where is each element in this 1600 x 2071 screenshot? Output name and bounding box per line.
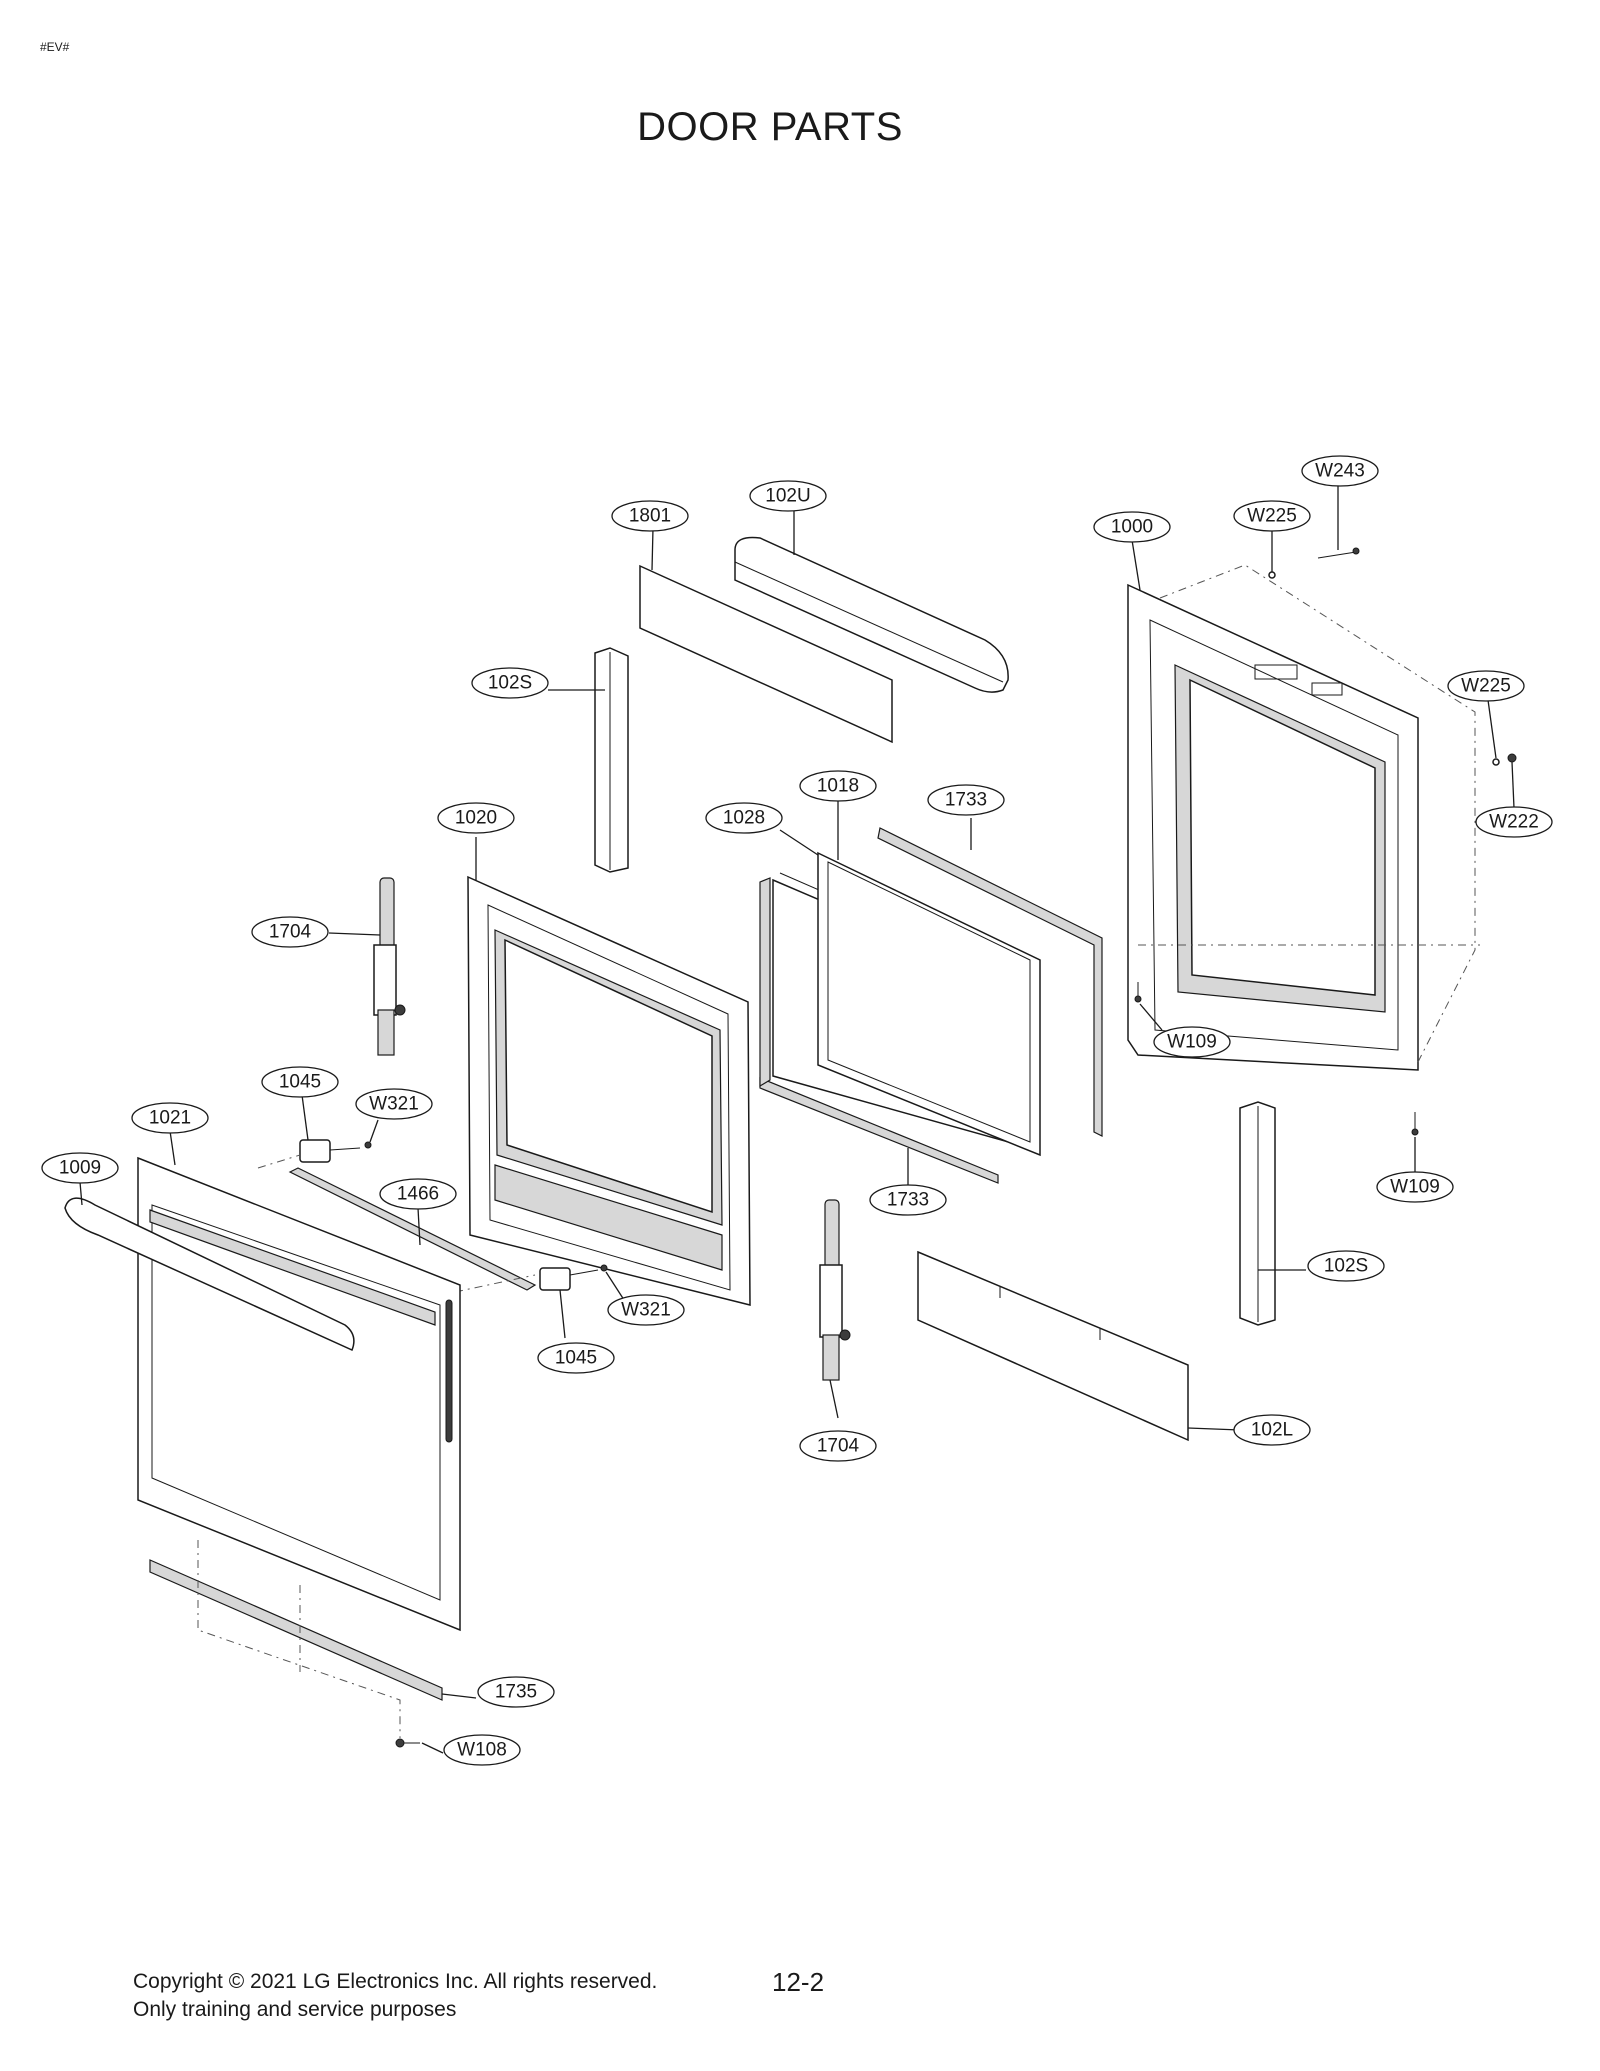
label-102s-upper: 102S [471, 667, 549, 699]
label-1021: 1021 [131, 1102, 209, 1134]
label-text: 1018 [817, 776, 859, 797]
label-w321-lower: W321 [607, 1294, 685, 1326]
label-text: 1466 [397, 1184, 439, 1205]
label-1801: 1801 [611, 500, 689, 532]
part-1733-top [877, 827, 1103, 1137]
label-text: W243 [1315, 461, 1365, 482]
label-text: 1028 [723, 808, 765, 829]
label-1704-right: 1704 [799, 1430, 877, 1462]
part-102l [917, 1250, 1189, 1442]
label-w109-upper: W109 [1153, 1026, 1231, 1058]
part-1704-right [819, 1199, 851, 1381]
label-1045-lower: 1045 [537, 1342, 615, 1374]
label-w321-upper: W321 [355, 1088, 433, 1120]
label-1733-top: 1733 [927, 784, 1005, 816]
label-text: 1733 [945, 790, 987, 811]
label-102l: 102L [1233, 1414, 1311, 1446]
label-w108: W108 [443, 1734, 521, 1766]
label-text: 1000 [1111, 517, 1153, 538]
page-number: 12-2 [772, 1967, 825, 1997]
part-1018 [817, 851, 1041, 1157]
page-tag: #EV# [40, 40, 70, 54]
part-1466 [288, 1167, 537, 1291]
label-text: 1704 [817, 1436, 860, 1457]
page-title: DOOR PARTS [637, 105, 903, 149]
copyright-line: Copyright © 2021 LG Electronics Inc. All… [133, 1970, 658, 1993]
label-text: W108 [457, 1740, 507, 1761]
part-1735 [149, 1559, 443, 1701]
label-1733-bottom: 1733 [869, 1184, 947, 1216]
label-1045-upper: 1045 [261, 1066, 339, 1098]
part-1801 [639, 564, 893, 744]
label-text: 1045 [279, 1072, 321, 1093]
label-text: 1801 [629, 506, 671, 527]
part-102s-upper [594, 647, 629, 873]
label-1018: 1018 [799, 770, 877, 802]
label-1466: 1466 [379, 1178, 457, 1210]
label-1000: 1000 [1093, 511, 1171, 543]
part-1045-lower [539, 1267, 571, 1291]
label-1704-left: 1704 [251, 916, 329, 948]
label-1020: 1020 [437, 802, 515, 834]
label-w222: W222 [1475, 806, 1553, 838]
label-102s-lower: 102S [1307, 1250, 1385, 1282]
label-text: W321 [621, 1300, 671, 1321]
label-text: 102U [765, 486, 810, 507]
label-w225-top: W225 [1233, 500, 1311, 532]
label-text: 1704 [269, 922, 312, 943]
part-1704-left [373, 877, 406, 1056]
copyright-footer: Copyright © 2021 LG Electronics Inc. All… [133, 1968, 657, 2024]
label-text: W222 [1489, 812, 1539, 833]
part-1045-upper [299, 1139, 331, 1163]
label-text: 102S [1324, 1256, 1368, 1277]
label-w225-right: W225 [1447, 670, 1525, 702]
part-1020 [467, 875, 751, 1306]
label-102u: 102U [749, 480, 827, 512]
label-text: 1020 [455, 808, 497, 829]
part-1000 [1127, 583, 1419, 1071]
label-text: 1021 [149, 1108, 191, 1129]
usage-note: Only training and service purposes [133, 1998, 457, 2021]
label-1028: 1028 [705, 802, 783, 834]
label-w109-lower: W109 [1376, 1171, 1454, 1203]
label-text: 102S [488, 673, 532, 694]
label-text: 1009 [59, 1158, 101, 1179]
label-text: W321 [369, 1094, 419, 1115]
label-1735: 1735 [477, 1676, 555, 1708]
label-text: 1733 [887, 1190, 929, 1211]
label-text: 1045 [555, 1348, 597, 1369]
part-1009 [64, 1197, 355, 1352]
label-text: W109 [1390, 1177, 1440, 1198]
label-text: 102L [1251, 1420, 1293, 1441]
label-text: W225 [1461, 676, 1511, 697]
label-w243: W243 [1301, 455, 1379, 487]
label-1009: 1009 [41, 1152, 119, 1184]
label-text: W109 [1167, 1032, 1217, 1053]
label-text: W225 [1247, 506, 1297, 527]
label-text: 1735 [495, 1682, 537, 1703]
